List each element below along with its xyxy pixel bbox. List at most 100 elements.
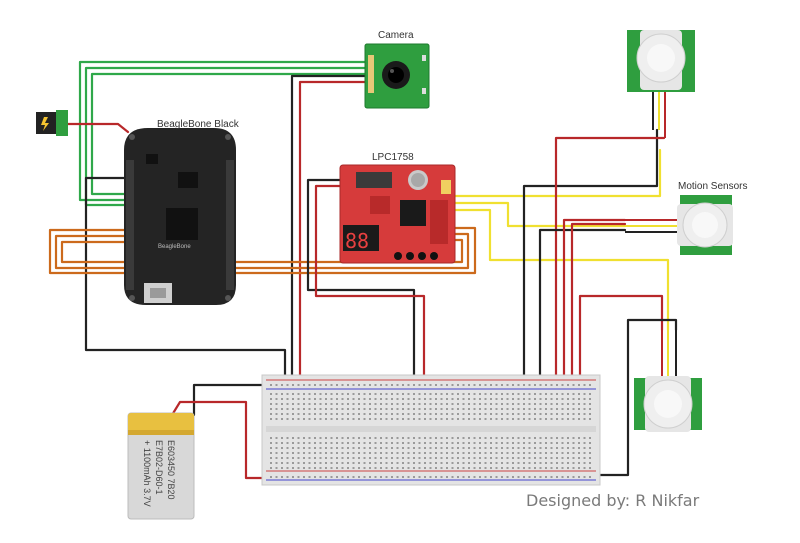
breadboard-hole — [418, 476, 421, 478]
breadboard-hole — [567, 384, 569, 386]
breadboard-hole — [281, 403, 283, 405]
breadboard-hole — [528, 467, 531, 469]
breadboard-hole — [341, 442, 344, 444]
breadboard-hole — [484, 408, 487, 410]
breadboard-hole — [484, 413, 487, 415]
breadboard-hole — [429, 418, 432, 420]
breadboard-hole — [352, 437, 355, 439]
breadboard-hole — [572, 467, 575, 469]
breadboard-hole — [479, 447, 481, 449]
breadboard-hole — [572, 384, 575, 386]
breadboard-hole — [440, 476, 443, 478]
breadboard-hole — [556, 467, 558, 469]
breadboard-hole — [462, 447, 465, 449]
breadboard-hole — [297, 408, 300, 410]
breadboard-hole — [473, 413, 476, 415]
breadboard-hole — [451, 418, 454, 420]
breadboard-hole — [457, 447, 459, 449]
breadboard-hole — [319, 398, 322, 400]
breadboard-hole — [330, 413, 333, 415]
breadboard-hole — [484, 447, 487, 449]
breadboard-hole — [292, 476, 294, 478]
breadboard-hole — [473, 384, 476, 386]
breadboard-hole — [583, 393, 586, 395]
breadboard-hole — [418, 452, 421, 454]
breadboard-hole — [424, 393, 426, 395]
breadboard-hole — [457, 467, 459, 469]
breadboard-hole — [473, 418, 476, 420]
sensor1-red — [554, 136, 666, 387]
breadboard-hole — [281, 384, 283, 386]
breadboard-hole — [347, 467, 349, 469]
breadboard-hole — [583, 403, 586, 405]
breadboard-hole — [402, 393, 404, 395]
breadboard-hole — [270, 437, 272, 439]
breadboard-hole — [286, 457, 289, 459]
breadboard-hole — [396, 476, 399, 478]
breadboard-hole — [308, 393, 311, 395]
breadboard-hole — [462, 408, 465, 410]
breadboard-hole — [440, 462, 443, 464]
breadboard-hole — [567, 403, 569, 405]
breadboard-hole — [424, 476, 426, 478]
breadboard-hole — [308, 413, 311, 415]
breadboard-hole — [495, 437, 498, 439]
breadboard-hole — [429, 384, 432, 386]
breadboard-hole — [528, 398, 531, 400]
breadboard-hole — [385, 403, 388, 405]
breadboard-hole — [413, 476, 415, 478]
breadboard-hole — [391, 384, 393, 386]
breadboard-hole — [418, 457, 421, 459]
breadboard-hole — [517, 393, 520, 395]
breadboard-hole — [325, 437, 327, 439]
breadboard-hole — [473, 437, 476, 439]
breadboard-hole — [363, 403, 366, 405]
breadboard-hole — [490, 457, 492, 459]
breadboard-hole — [429, 452, 432, 454]
breadboard-hole — [292, 418, 294, 420]
breadboard-hole — [501, 437, 503, 439]
breadboard-hole — [561, 462, 564, 464]
breadboard-hole — [336, 437, 338, 439]
breadboard-hole — [583, 398, 586, 400]
breadboard-hole — [363, 418, 366, 420]
breadboard-hole — [473, 457, 476, 459]
breadboard-hole — [517, 452, 520, 454]
breadboard-hole — [374, 384, 377, 386]
breadboard-hole — [314, 457, 316, 459]
breadboard-hole — [424, 447, 426, 449]
bb-ground-wire — [84, 176, 287, 387]
breadboard-hole — [385, 457, 388, 459]
breadboard-hole — [275, 408, 278, 410]
breadboard-hole — [380, 384, 382, 386]
breadboard-hole — [358, 452, 360, 454]
breadboard-hole — [435, 437, 437, 439]
breadboard-hole — [550, 476, 553, 478]
breadboard-hole — [517, 413, 520, 415]
breadboard-hole — [418, 393, 421, 395]
breadboard-hole — [457, 452, 459, 454]
breadboard-hole — [468, 408, 470, 410]
breadboard-hole — [539, 384, 542, 386]
breadboard-hole — [462, 476, 465, 478]
breadboard-hole — [369, 457, 371, 459]
breadboard-hole — [506, 393, 509, 395]
breadboard-hole — [325, 467, 327, 469]
breadboard-hole — [550, 442, 553, 444]
breadboard-hole — [556, 476, 558, 478]
breadboard-hole — [314, 418, 316, 420]
breadboard-hole — [539, 403, 542, 405]
breadboard-hole — [374, 452, 377, 454]
breadboard-hole — [512, 384, 514, 386]
breadboard-hole — [429, 403, 432, 405]
breadboard-hole — [341, 384, 344, 386]
breadboard-hole — [589, 476, 591, 478]
breadboard-hole — [308, 462, 311, 464]
breadboard-hole — [402, 437, 404, 439]
battery-line-1: E603450 7B20 — [166, 440, 176, 500]
breadboard-hole — [347, 442, 349, 444]
breadboard-hole — [495, 408, 498, 410]
breadboard-hole — [556, 393, 558, 395]
breadboard-hole — [589, 408, 591, 410]
breadboard-hole — [286, 447, 289, 449]
